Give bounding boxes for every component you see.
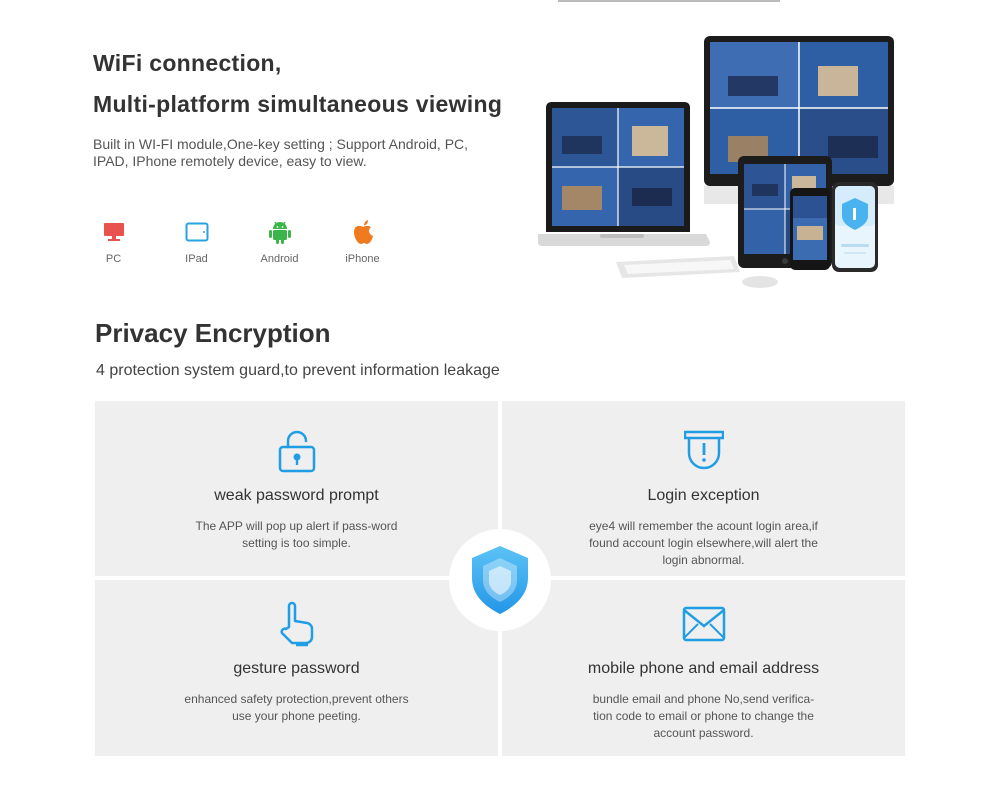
laptop-image <box>538 102 710 246</box>
iphone-image <box>832 182 878 272</box>
feature-title: Login exception <box>647 487 760 504</box>
envelope-icon <box>682 602 726 646</box>
keyboard-image <box>616 256 778 288</box>
android-icon <box>268 218 292 246</box>
feature-card-gesture-password: gesture password enhanced safety protect… <box>95 580 498 756</box>
platform-android: Android <box>238 218 321 265</box>
platform-ipad: IPad <box>155 218 238 265</box>
monitor-image <box>704 36 894 228</box>
android-phone-image <box>790 188 830 270</box>
platform-label: iPhone <box>345 253 380 265</box>
feature-title: gesture password <box>233 660 360 677</box>
feature-title: weak password prompt <box>214 487 379 504</box>
wifi-description: Built in WI-FI module,One-key setting ; … <box>93 136 469 169</box>
apple-icon <box>352 218 374 246</box>
feature-description: The APP will pop up alert if pass-word s… <box>195 519 398 550</box>
alert-shield-icon <box>683 429 724 473</box>
platform-label: PC <box>105 253 122 265</box>
platform-label: IPad <box>185 253 208 265</box>
padlock-icon <box>277 429 317 473</box>
feature-description: bundle email and phone No,send verifica-… <box>592 692 815 740</box>
devices-illustration <box>538 36 894 288</box>
wifi-title-line2: Multi-platform simultaneous viewing <box>93 91 503 117</box>
privacy-subtitle: 4 protection system guard,to prevent inf… <box>96 362 500 379</box>
platform-iphone: iPhone <box>321 218 404 265</box>
feature-card-weak-password: weak password prompt The APP will pop up… <box>95 401 498 576</box>
tablet-icon <box>185 218 209 246</box>
feature-card-login-exception: Login exception eye4 will remember the a… <box>502 401 905 576</box>
privacy-feature-grid: weak password prompt The APP will pop up… <box>95 401 905 756</box>
shield-icon <box>472 546 528 614</box>
feature-description: enhanced safety protection,prevent other… <box>184 692 409 723</box>
privacy-title: Privacy Encryption <box>95 318 331 348</box>
platform-list: PC IPad Android iPhone <box>72 218 404 265</box>
central-shield-badge <box>449 529 551 631</box>
platform-label: Android <box>260 253 299 265</box>
top-divider <box>558 0 780 2</box>
feature-title: mobile phone and email address <box>587 660 820 677</box>
pointing-hand-icon <box>276 601 318 647</box>
wifi-title-line1: WiFi connection, <box>93 50 282 76</box>
feature-description: eye4 will remember the acount login area… <box>589 519 818 567</box>
platform-pc: PC <box>72 218 155 265</box>
feature-card-phone-email: mobile phone and email address bundle em… <box>502 580 905 756</box>
monitor-icon <box>103 218 125 246</box>
